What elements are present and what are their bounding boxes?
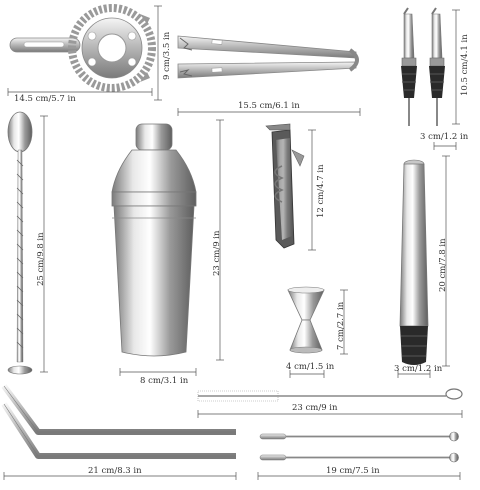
straw-cleaning-brush <box>197 388 463 402</box>
jigger-height-label: 7 cm/2.7 in <box>336 301 346 350</box>
double-jigger <box>287 286 325 354</box>
liquor-pourers <box>401 7 445 126</box>
bent-straws <box>1 384 236 459</box>
jigger-width-label: 4 cm/1.5 in <box>286 362 335 372</box>
picks-width-label: 19 cm/7.5 in <box>326 466 380 476</box>
waiters-corkscrew <box>265 123 305 249</box>
muddler-height-label: 20 cm/7.8 in <box>438 238 448 292</box>
ice-tongs <box>177 35 359 79</box>
strainer-width-label: 14.5 cm/5.7 in <box>14 94 76 104</box>
cocktail-shaker <box>111 123 197 357</box>
cocktail-picks <box>259 431 459 463</box>
bar-spoon <box>7 111 33 375</box>
dimension-lines <box>3 5 463 480</box>
muddler <box>399 159 429 365</box>
shaker-width-label: 8 cm/3.1 in <box>140 376 189 386</box>
brush-width-label: 23 cm/9 in <box>292 403 338 413</box>
muddler-width-label: 3 cm/1.2 in <box>394 364 443 374</box>
pourers-width-label: 3 cm/1.2 in <box>420 132 469 142</box>
hawthorne-strainer <box>9 4 156 92</box>
tongs-width-label: 15.5 cm/6.1 in <box>238 101 300 111</box>
shaker-height-label: 23 cm/9 in <box>212 230 222 276</box>
pourers-height-label: 10.5 cm/4.1 in <box>460 34 470 96</box>
spoon-height-label: 25 cm/9.8 in <box>36 232 46 286</box>
strainer-height-label: 9 cm/3.5 in <box>162 31 172 80</box>
straws-width-label: 21 cm/8.3 in <box>88 466 142 476</box>
corkscrew-height-label: 12 cm/4.7 in <box>316 164 326 218</box>
